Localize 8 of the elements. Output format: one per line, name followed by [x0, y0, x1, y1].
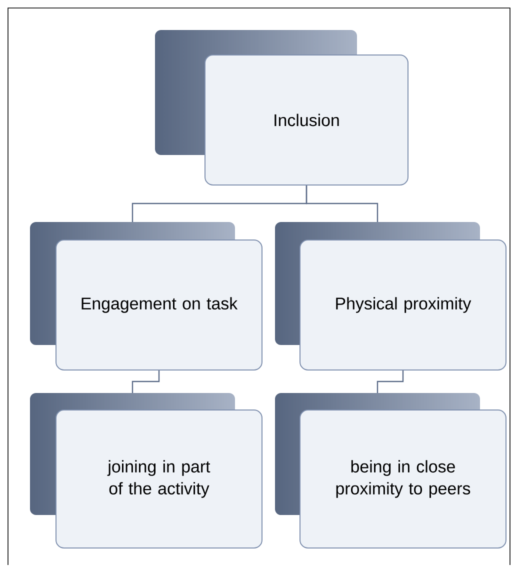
process-box: being in close proximity to peers — [300, 410, 506, 548]
process-box: Physical proximity — [300, 240, 506, 370]
connector-line — [132, 370, 160, 393]
process-box: joining in part of the activity — [56, 410, 262, 548]
process-box: Engagement on task — [56, 240, 262, 370]
process-box: Inclusion — [204, 54, 408, 186]
connector-line — [376, 370, 404, 393]
connector-line — [306, 186, 378, 222]
